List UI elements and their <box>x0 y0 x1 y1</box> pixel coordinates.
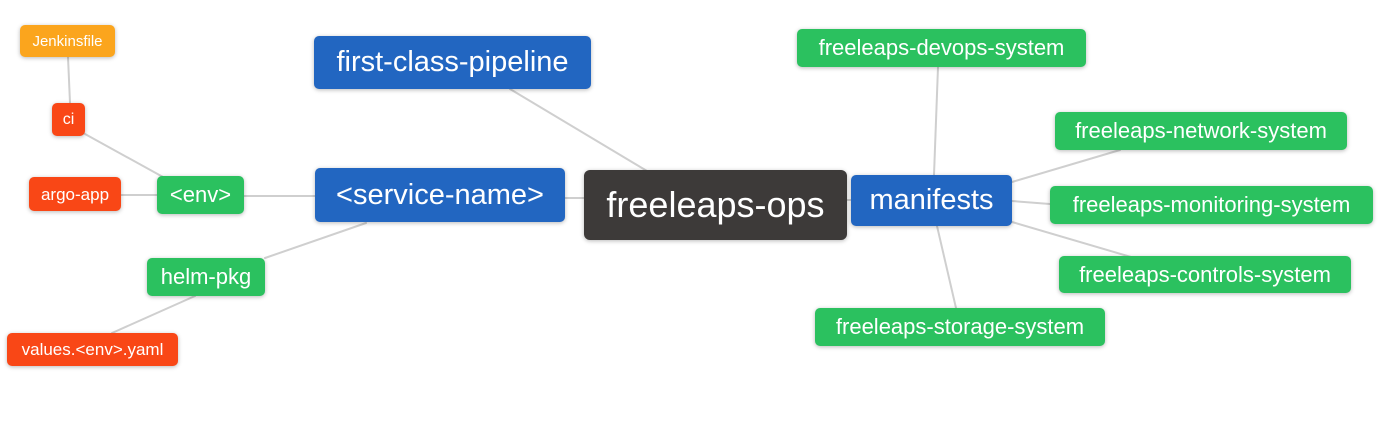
mindmap-node-freeleaps-devops-system[interactable]: freeleaps-devops-system <box>797 29 1086 67</box>
mindmap-node-freeleaps-storage-system[interactable]: freeleaps-storage-system <box>815 308 1105 346</box>
mindmap-node-freeleaps-ops[interactable]: freeleaps-ops <box>584 170 847 240</box>
edge-ci-env <box>84 133 164 178</box>
edge-manifests-freeleaps-devops-system <box>933 66 939 176</box>
mindmap-node-argo-app[interactable]: argo-app <box>29 177 121 211</box>
mindmap-node-freeleaps-monitoring-system[interactable]: freeleaps-monitoring-system <box>1050 186 1373 224</box>
edge-helm-pkg-service-name <box>264 222 367 259</box>
mindmap-node-freeleaps-network-system[interactable]: freeleaps-network-system <box>1055 112 1347 150</box>
edge-manifests-freeleaps-monitoring-system <box>1011 200 1051 205</box>
mindmap-node-helm-pkg[interactable]: helm-pkg <box>147 258 265 296</box>
mindmap-node-freeleaps-controls-system[interactable]: freeleaps-controls-system <box>1059 256 1351 293</box>
edge-manifests-freeleaps-storage-system <box>936 225 957 309</box>
edge-manifests-freeleaps-controls-system <box>1011 221 1132 258</box>
mindmap-node-manifests[interactable]: manifests <box>851 175 1012 226</box>
edge-manifests-freeleaps-network-system <box>1011 149 1121 183</box>
mindmap-node-jenkinsfile[interactable]: Jenkinsfile <box>20 25 115 57</box>
mindmap-node-values-env-yaml[interactable]: values.<env>.yaml <box>7 333 178 366</box>
mindmap-node-env[interactable]: <env> <box>157 176 244 214</box>
mindmap-node-service-name[interactable]: <service-name> <box>315 168 565 222</box>
mindmap-node-first-class-pipeline[interactable]: first-class-pipeline <box>314 36 591 89</box>
edge-first-class-pipeline-freeleaps-ops <box>509 88 648 172</box>
edge-values-env-yaml-helm-pkg <box>111 295 196 334</box>
mindmap-node-ci[interactable]: ci <box>52 103 85 136</box>
edge-jenkinsfile-ci <box>67 56 71 104</box>
